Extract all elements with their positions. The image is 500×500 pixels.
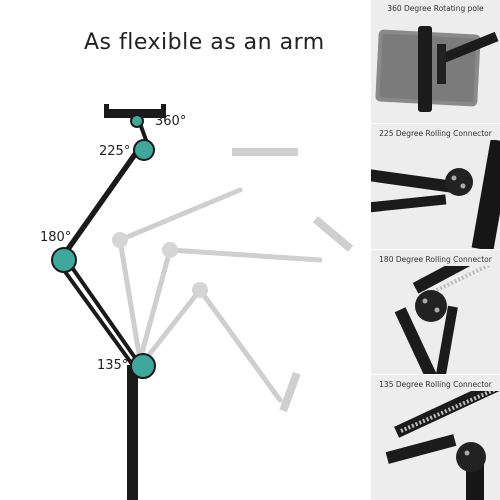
joint-135-icon — [130, 353, 156, 379]
panel-divider — [363, 249, 500, 250]
detail-panel-135: 135 Degree Rolling Connector — [371, 375, 500, 500]
joint-360-icon — [130, 114, 144, 128]
detail-panel-180: 180 Degree Rolling Connector — [371, 250, 500, 374]
joint-180-icon — [51, 247, 77, 273]
connector-135-photo — [385, 391, 500, 500]
panel-divider — [363, 374, 500, 375]
connector-225-photo — [371, 140, 500, 249]
panel-label: 225 Degree Rolling Connector — [379, 129, 492, 138]
angle-label-180: 180° — [40, 230, 72, 245]
panel-label: 360 Degree Rotating pole — [387, 4, 484, 13]
joint-225-icon — [133, 139, 155, 161]
panel-divider — [363, 123, 500, 124]
main-title: As flexible as an arm — [84, 30, 325, 55]
stand-pole — [127, 365, 138, 500]
connector-180-photo — [394, 266, 500, 374]
panel-label: 135 Degree Rolling Connector — [379, 380, 492, 389]
ghost-arm-positions — [112, 148, 354, 413]
panel-label: 180 Degree Rolling Connector — [379, 255, 492, 264]
angle-label-360: 360° — [155, 114, 187, 129]
angle-label-135: 135° — [97, 358, 129, 373]
angle-label-225: 225° — [99, 144, 131, 159]
tablet-clamp — [104, 109, 166, 118]
tablet-holder-photo — [375, 26, 499, 112]
main-arm — [56, 116, 148, 366]
detail-panel-225: 225 Degree Rolling Connector — [371, 124, 500, 249]
detail-panel-360: 360 Degree Rotating pole — [371, 0, 500, 123]
arm-stand-illustration — [51, 104, 354, 500]
